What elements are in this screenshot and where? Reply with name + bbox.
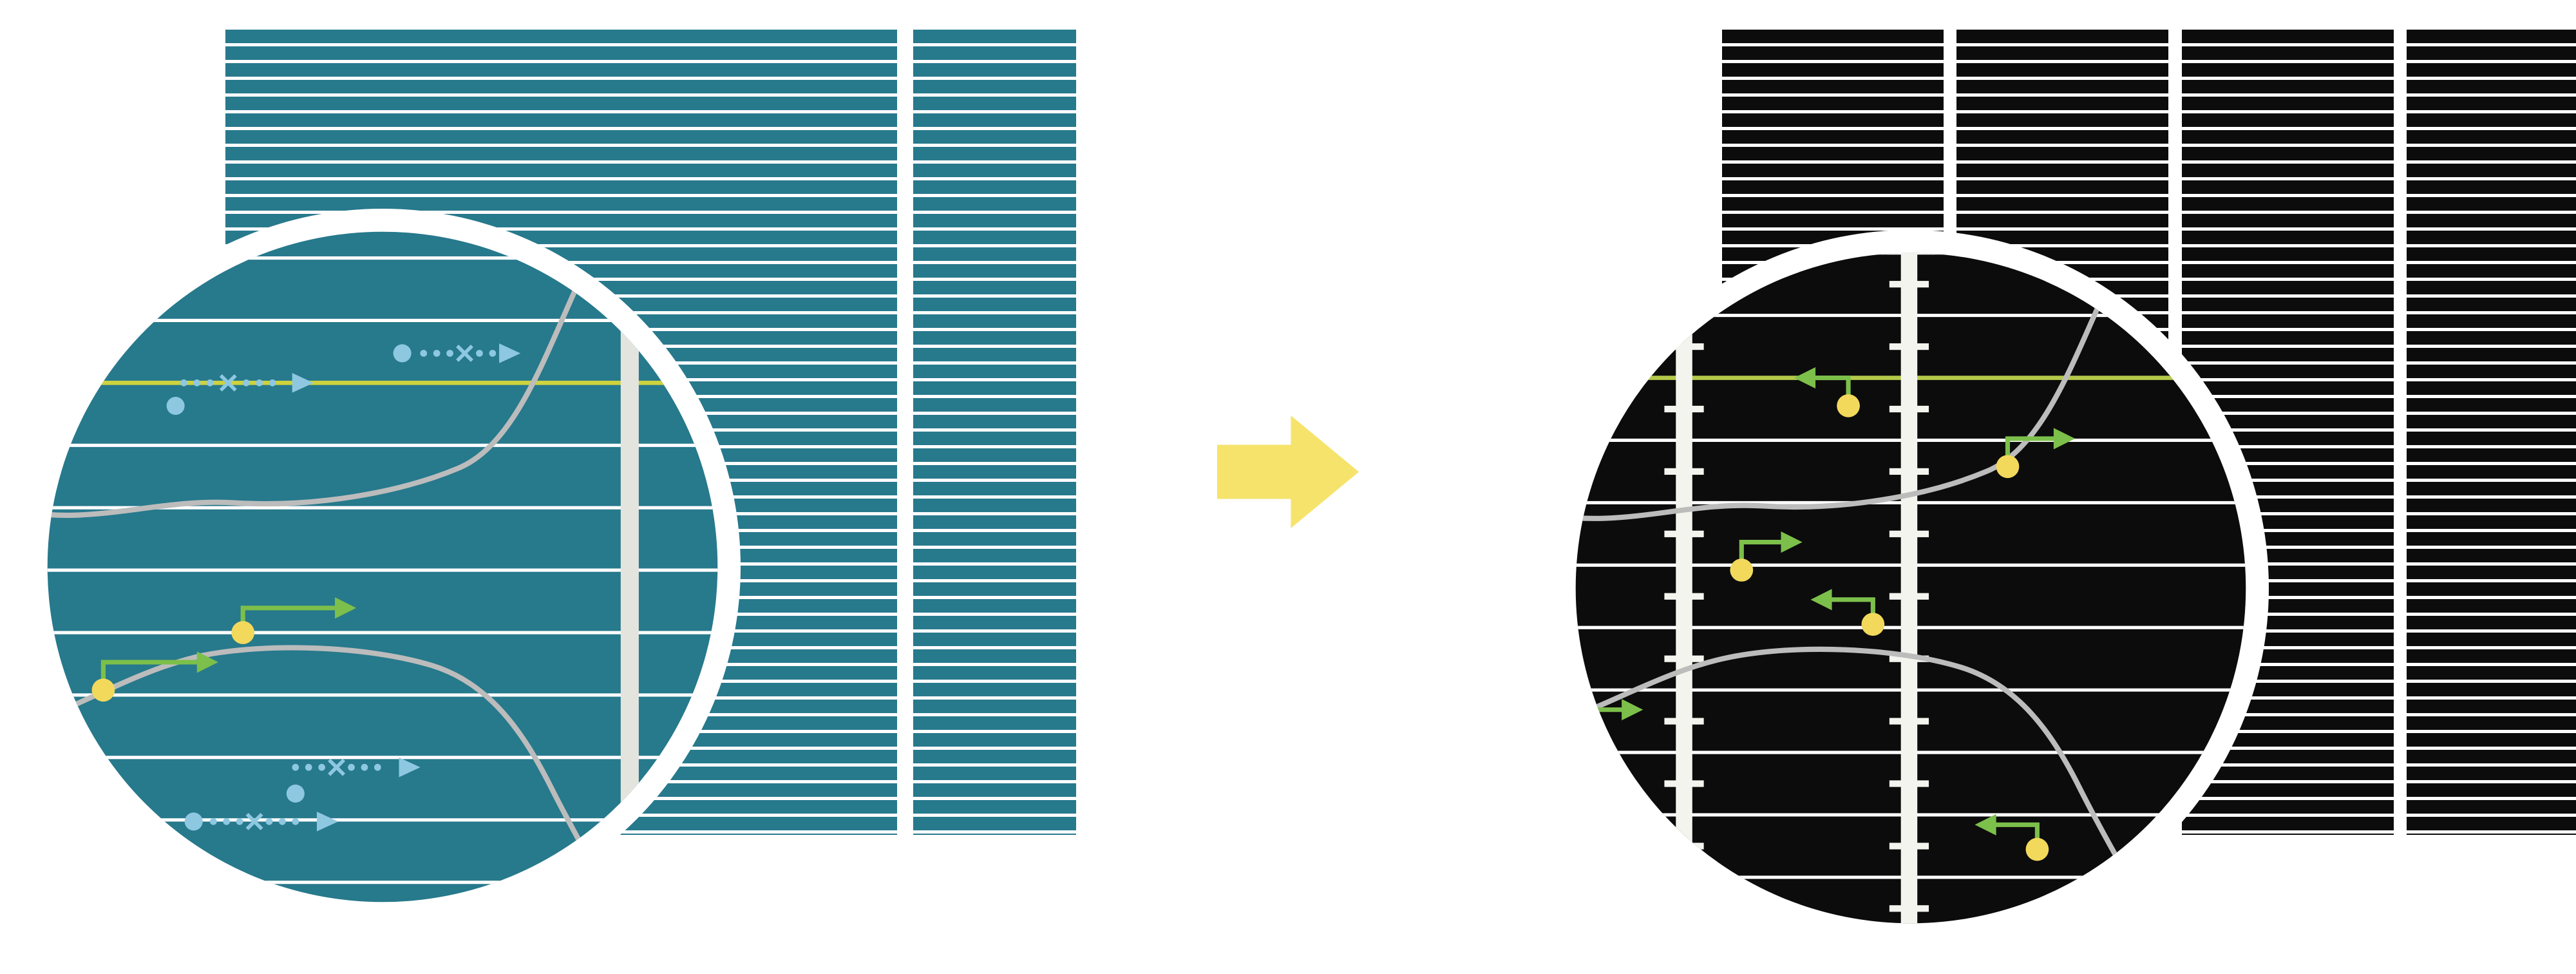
busbar-pad: [1664, 468, 1704, 475]
dotted-trail-dot: [242, 379, 250, 387]
busbar-pad: [1889, 780, 1929, 787]
carrier-arrowhead-icon: [1810, 589, 1832, 611]
carrier-dot: [2025, 837, 2049, 861]
electron-dot: [166, 397, 185, 415]
dotted-trail-dot: [193, 379, 201, 387]
dotted-trail-dot: [292, 817, 299, 825]
busbar-pad: [1889, 905, 1929, 912]
grain-boundary: [47, 645, 622, 902]
electron-dot: [286, 784, 305, 803]
electron-arrowhead-icon: [499, 343, 521, 363]
wafer-surface: [47, 231, 718, 902]
dotted-trail-dot: [489, 350, 497, 357]
carrier-dot: [1837, 394, 1860, 417]
busbar: [1900, 253, 1918, 924]
electron-dot: [184, 812, 203, 831]
carrier-dot: [1861, 613, 1885, 636]
dotted-trail-dot: [433, 350, 440, 357]
busbar-pad: [1664, 718, 1704, 725]
busbar-pad: [1889, 843, 1929, 850]
solar-cell: [913, 30, 1076, 835]
dotted-trail-dot: [279, 817, 286, 825]
blocked-cross-icon: [328, 758, 346, 776]
dotted-trail-dot: [446, 350, 453, 357]
dotted-trail-dot: [256, 379, 263, 387]
blocked-electron-path: [393, 343, 521, 363]
busbar-pad: [1664, 281, 1704, 288]
carrier-dot: [1730, 559, 1754, 582]
busbar-pad: [1889, 593, 1929, 600]
dotted-trail-dot: [206, 379, 214, 387]
carrier-extraction-path: [1975, 814, 2049, 861]
blocked-cross-icon: [219, 374, 237, 392]
dotted-trail-dot: [348, 763, 355, 771]
busbar-pad: [1889, 655, 1929, 662]
carrier-extraction-path: [1996, 428, 2076, 479]
electron-dot: [393, 344, 412, 363]
dotted-trail-dot: [292, 763, 299, 771]
busbar-pad: [1664, 905, 1704, 912]
carrier-extraction-path: [231, 597, 357, 644]
solar-cell: [2407, 30, 2576, 835]
blocked-cross-icon: [456, 344, 473, 362]
dotted-trail-dot: [420, 350, 428, 357]
busbar-pad: [1889, 343, 1929, 350]
carrier-extraction-path: [1794, 367, 1860, 417]
dotted-trail-dot: [236, 817, 243, 825]
busbar-pad: [1664, 405, 1704, 413]
dotted-trail-dot: [374, 763, 381, 771]
carrier-arrowhead-icon: [2053, 428, 2076, 450]
carrier-arrowhead-icon: [196, 651, 218, 673]
dotted-trail-dot: [209, 817, 217, 825]
busbar-pad: [1664, 593, 1704, 600]
busbar-pad: [1889, 718, 1929, 725]
magnifier-content: [47, 231, 718, 902]
dotted-trail-dot: [265, 817, 273, 825]
dotted-trail-dot: [269, 379, 276, 387]
magnifier-after: [1553, 230, 2269, 946]
dotted-trail-dot: [476, 350, 483, 357]
electron-arrowhead-icon: [292, 373, 314, 393]
carrier-arrowhead-icon: [335, 597, 357, 619]
busbar-pad: [1664, 655, 1704, 662]
grain-boundary: [47, 245, 596, 518]
carrier-arrowhead-icon: [1975, 814, 1996, 836]
electron-arrowhead-icon: [316, 812, 339, 832]
carrier-dot: [91, 678, 115, 702]
busbar-pad: [1889, 405, 1929, 413]
busbar-pad: [1889, 530, 1929, 537]
dotted-trail-dot: [318, 763, 325, 771]
grain-boundary: [1575, 646, 2150, 913]
grain-boundary: [1575, 253, 2124, 521]
carrier-arrowhead-icon: [1781, 531, 1803, 553]
blocked-electron-path: [166, 373, 314, 415]
carrier-arrowhead-icon: [1794, 367, 1816, 389]
magnifier-before: [24, 209, 741, 925]
carrier-extraction-path: [1810, 589, 1885, 636]
magnifier-content: [1575, 253, 2246, 924]
busbar-pad: [1889, 468, 1929, 475]
dotted-trail-dot: [223, 817, 231, 825]
blocked-cross-icon: [245, 812, 263, 830]
busbar-pad: [1664, 343, 1704, 350]
dotted-trail-dot: [361, 763, 368, 771]
electron-arrowhead-icon: [399, 757, 421, 778]
carrier-dot: [231, 621, 255, 644]
busbar: [1676, 253, 1692, 924]
blocked-electron-path: [184, 812, 339, 832]
dotted-trail-dot: [305, 763, 312, 771]
blocked-electron-path: [286, 757, 421, 803]
carrier-dot: [1996, 455, 2020, 479]
busbar-pad: [1889, 281, 1929, 288]
carrier-arrowhead-icon: [1622, 699, 1643, 721]
busbar-pad: [1664, 780, 1704, 787]
carrier-extraction-path: [1730, 531, 1803, 582]
busbar-pad: [1664, 530, 1704, 537]
dotted-trail-dot: [180, 379, 187, 387]
carrier-extraction-path: [91, 651, 218, 702]
